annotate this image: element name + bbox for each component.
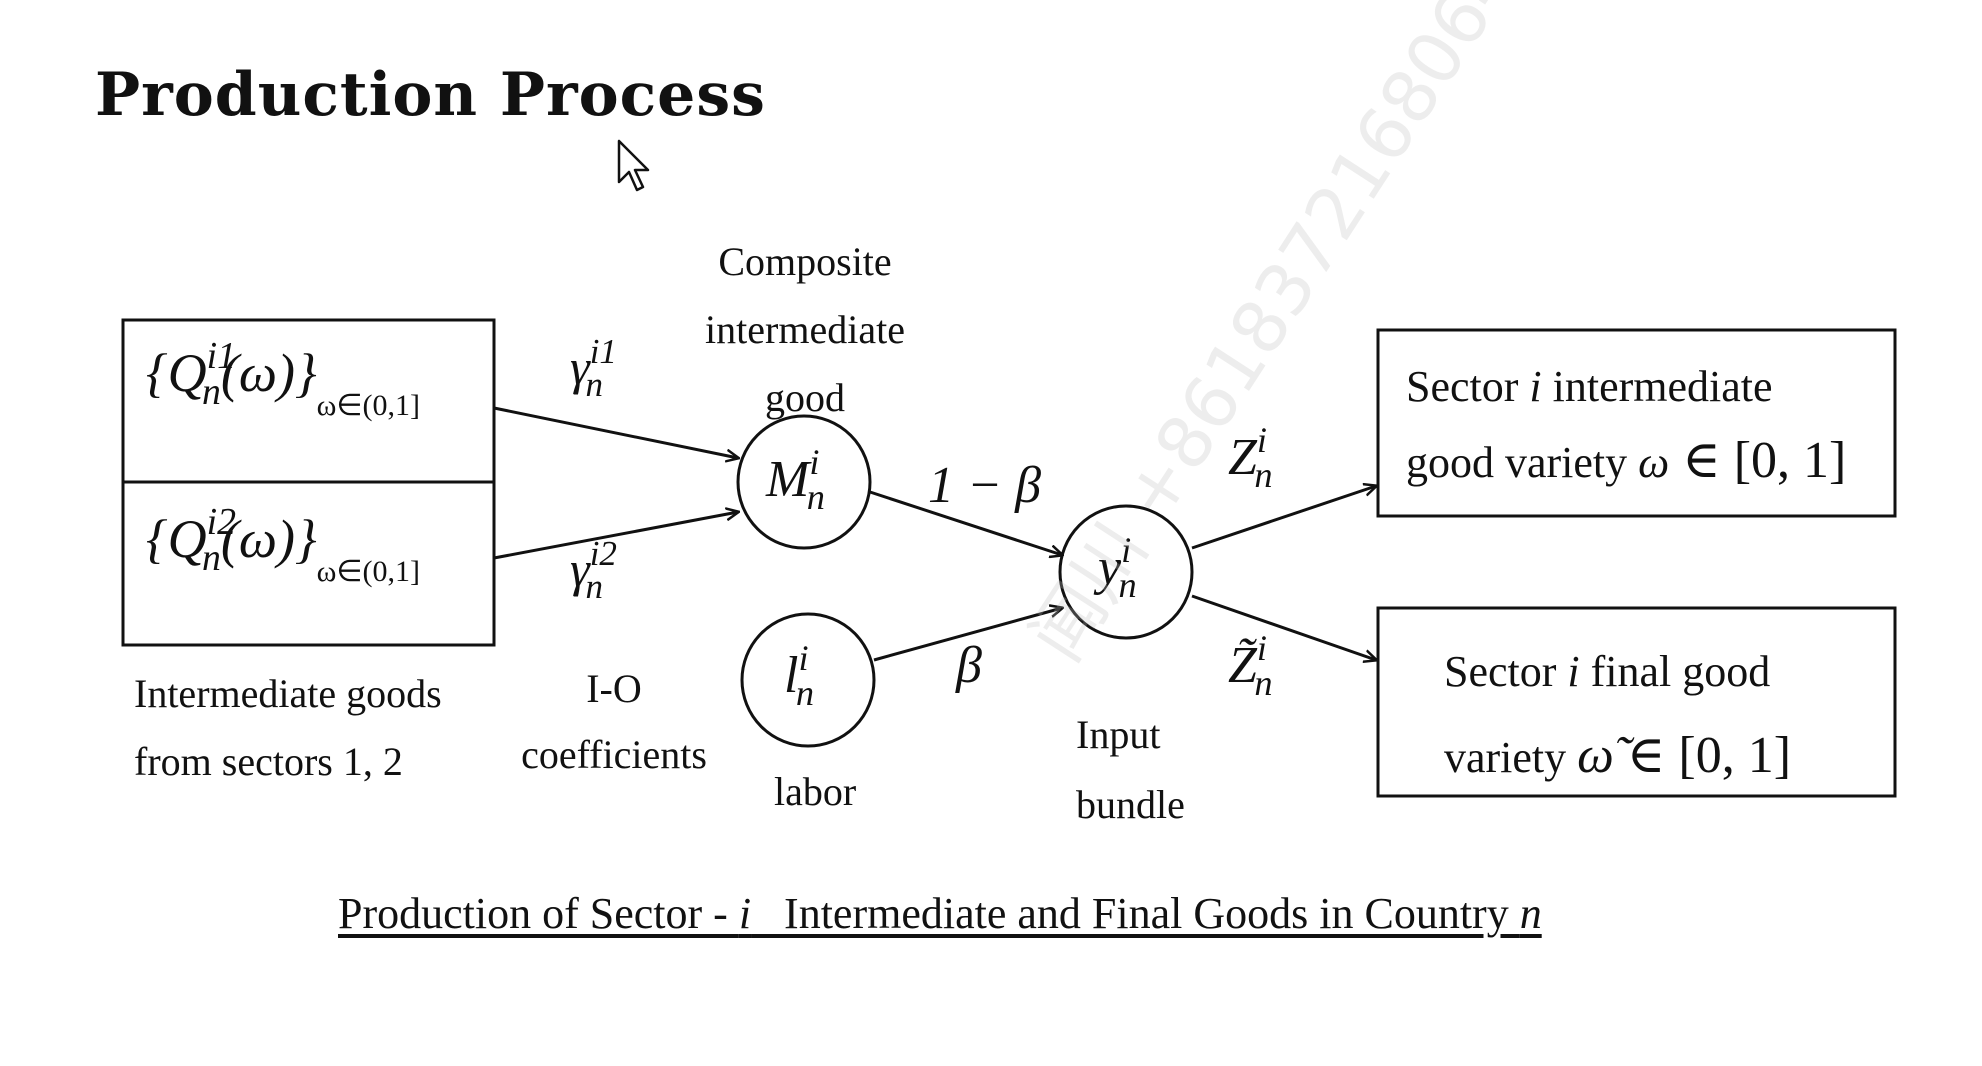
edge-y-to-final (1191, 594, 1376, 660)
io-coefficients-label: I-O coefficients (521, 666, 707, 777)
labor-label: labor (774, 769, 857, 814)
q1-expression: {Qi1n(ω)}ω∈(0,1] (146, 335, 420, 422)
node-l (740, 612, 876, 748)
gamma-i1-label: γi1n (570, 332, 617, 405)
beta-label: β (956, 637, 982, 694)
edge-q1-to-M (493, 406, 738, 458)
q2-expression: {Qi2n(ω)}ω∈(0,1] (146, 501, 420, 588)
diagram-caption: Production of Sector - i Intermediate an… (338, 889, 1542, 938)
output-intermediate-box (1376, 328, 1897, 518)
Z-label: Zin (1228, 420, 1273, 495)
slide-title: Production Process (95, 60, 766, 130)
edge-y-to-intermediate (1191, 486, 1376, 550)
input-bundle-label: Input bundle (1076, 712, 1185, 827)
one-minus-beta-label: 1 − β (928, 457, 1041, 514)
edge-M-to-y (869, 490, 1062, 555)
gamma-i2-label: γi2n (570, 534, 617, 607)
intermediate-goods-label: Intermediate goods from sectors 1, 2 (134, 671, 442, 784)
node-y-label: yin (1098, 530, 1137, 605)
composite-intermediate-good-label: Composite intermediate good (705, 239, 905, 420)
edge-l-to-y (873, 608, 1062, 662)
node-M-label: Min (766, 442, 825, 517)
Z-tilde-label: Z̃in (1228, 628, 1273, 703)
node-y (1058, 504, 1194, 640)
output-intermediate-text: Sector i intermediate good variety ω ∈ [… (1406, 362, 1847, 489)
output-final-box (1376, 606, 1897, 798)
node-l-label: lin (784, 638, 815, 713)
edge-q2-to-M (493, 512, 738, 560)
node-M (736, 414, 872, 550)
mouse-cursor-icon (617, 139, 650, 192)
output-final-text: Sector i final good variety ω̃ ∈ [0, 1] (1444, 647, 1792, 784)
